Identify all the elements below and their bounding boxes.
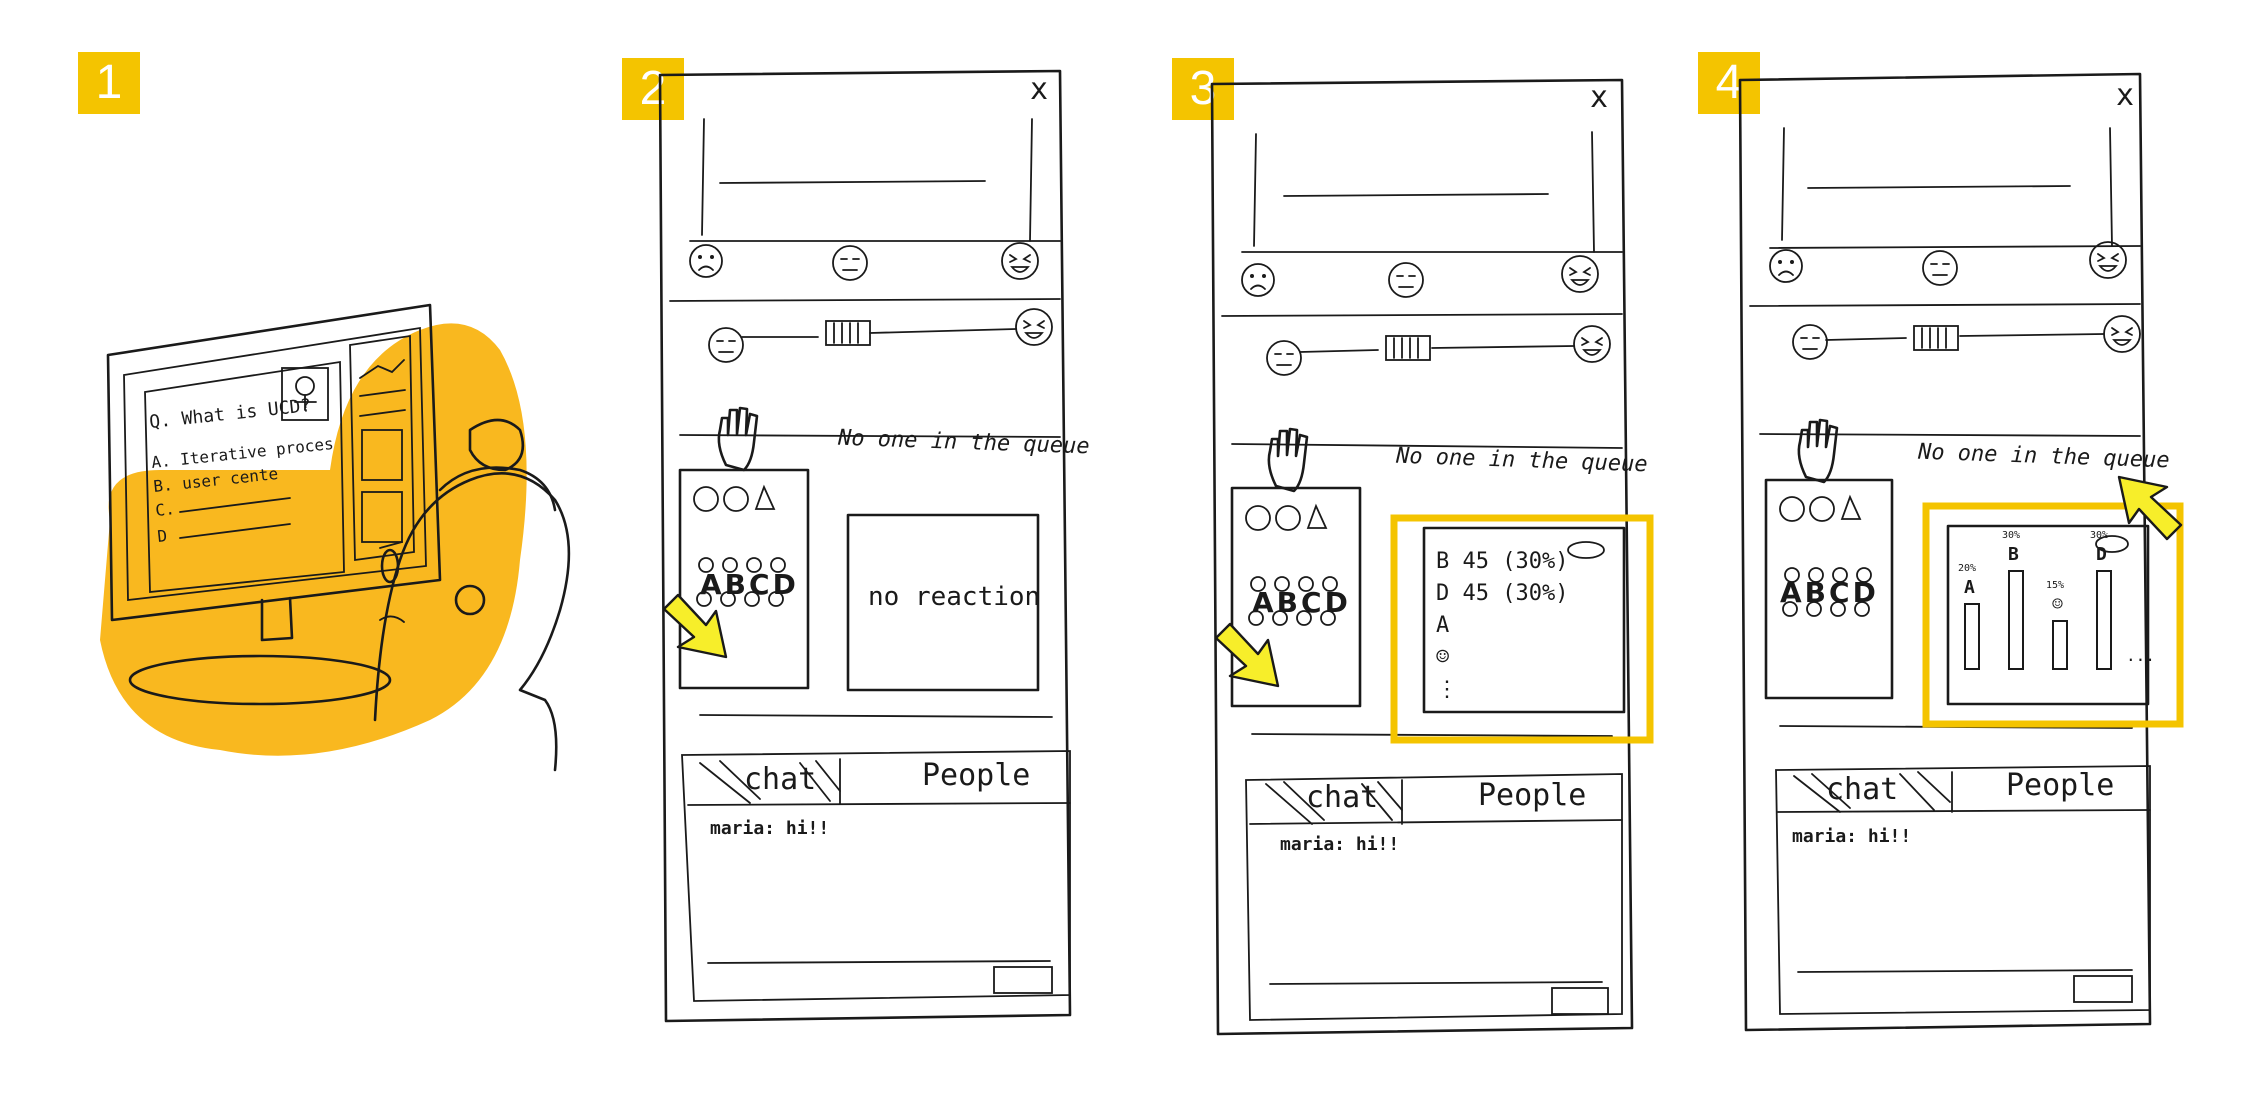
close-icon[interactable]: x xyxy=(1030,72,1049,107)
bar-percent: 30% xyxy=(2002,530,2021,541)
yellow-blob xyxy=(100,323,527,756)
panel-2 xyxy=(658,69,1072,1023)
result-row: ⋮ xyxy=(1436,677,1458,702)
no-reaction-text: no reaction xyxy=(868,582,1041,612)
step-badge-2: 2 xyxy=(622,58,684,120)
bar-percent: 15% xyxy=(2046,580,2065,591)
results-bar-chart: A 20% B 30% ☺ 15% D 30%... xyxy=(1958,530,2155,680)
tab-chat[interactable]: chat xyxy=(1306,780,1379,815)
reaction-grid-4[interactable]: A B C D xyxy=(1780,576,1876,609)
bar-2 xyxy=(2008,570,2024,670)
bar-label: B xyxy=(2008,544,2019,565)
bar-1 xyxy=(1964,603,1980,670)
bar-percent: 30% xyxy=(2090,530,2109,541)
reaction-grid-2[interactable]: A B C D xyxy=(700,568,796,601)
tab-chat[interactable]: chat xyxy=(1826,772,1899,807)
monitor-icon xyxy=(106,303,442,706)
result-row: B 45 (30%) xyxy=(1436,549,1569,574)
bar-label: ☺ xyxy=(2052,594,2063,615)
bar-3 xyxy=(2052,620,2068,670)
reaction-b-button[interactable]: B xyxy=(1276,586,1299,619)
reaction-c-button[interactable]: C xyxy=(1301,586,1322,619)
panel-3 xyxy=(1210,78,1654,1036)
bar-label: D xyxy=(2096,544,2107,565)
reaction-a-button[interactable]: A xyxy=(700,568,722,601)
reaction-a-button[interactable]: A xyxy=(1780,576,1802,609)
option-c-text: C. xyxy=(154,499,175,520)
step-badge-4: 4 xyxy=(1698,52,1760,114)
student-avatar xyxy=(373,418,571,772)
tab-people[interactable]: People xyxy=(2006,768,2115,803)
reaction-b-button[interactable]: B xyxy=(1804,576,1827,609)
close-icon[interactable]: x xyxy=(1590,80,1609,115)
chat-message: maria: hi!! xyxy=(1280,834,1400,855)
results-list: B 45 (30%) D 45 (30%) A ☺ ⋮ xyxy=(1436,546,1568,706)
reaction-grid-3[interactable]: A B C D xyxy=(1252,586,1348,619)
reaction-d-button[interactable]: D xyxy=(772,568,796,601)
tab-chat[interactable]: chat xyxy=(744,762,817,797)
reaction-c-button[interactable]: C xyxy=(1829,576,1850,609)
result-row: D 45 (30%) xyxy=(1436,581,1569,606)
tab-people[interactable]: People xyxy=(922,758,1031,793)
reaction-d-button[interactable]: D xyxy=(1324,586,1348,619)
close-icon[interactable]: x xyxy=(2116,78,2135,113)
reaction-d-button[interactable]: D xyxy=(1852,576,1876,609)
chat-message: maria: hi!! xyxy=(1792,826,1912,847)
option-d-text: D xyxy=(156,526,168,546)
bar-4 xyxy=(2096,570,2112,670)
reaction-b-button[interactable]: B xyxy=(724,568,747,601)
bar-more: ... xyxy=(2126,646,2155,665)
bar-label: A xyxy=(1964,577,1975,599)
reaction-a-button[interactable]: A xyxy=(1252,586,1274,619)
result-row: A xyxy=(1436,613,1450,638)
panel-4 xyxy=(1738,72,2184,1032)
tab-people[interactable]: People xyxy=(1478,778,1587,813)
bar-percent: 20% xyxy=(1958,563,1977,575)
result-row: ☺ xyxy=(1436,645,1450,670)
chat-message: maria: hi!! xyxy=(710,818,830,839)
step-badge-1: 1 xyxy=(78,52,140,114)
reaction-c-button[interactable]: C xyxy=(749,568,770,601)
